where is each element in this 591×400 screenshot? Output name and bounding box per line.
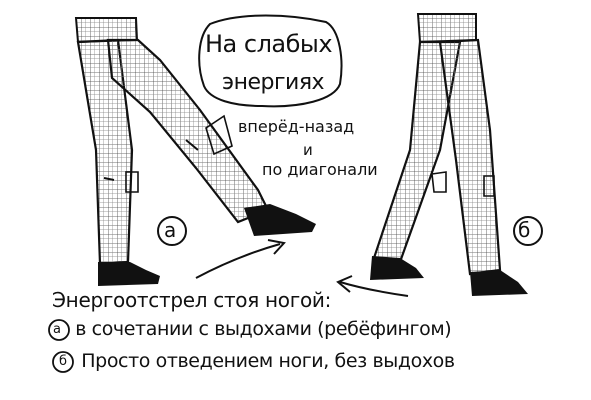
- motion-arrow: [195, 243, 281, 279]
- bubble-line-2: энергиях: [222, 70, 325, 95]
- direction-line-2: и: [303, 141, 313, 159]
- label-a-circle: [157, 216, 187, 246]
- direction-line-1: вперёд-назад: [238, 117, 355, 136]
- kicking-shoe: [244, 204, 316, 236]
- curved-arrow: [339, 281, 409, 297]
- caption-item-a: а в сочетании с выдохами (ребёфингом): [53, 318, 452, 340]
- label-a: а: [164, 218, 177, 242]
- label-b-circle: [513, 216, 543, 246]
- right-figure: [336, 13, 543, 297]
- right-shoe-front: [470, 270, 528, 296]
- label-b: б: [518, 218, 531, 242]
- caption-item-b-marker: б: [59, 354, 67, 369]
- caption-marker-b: [52, 351, 74, 373]
- standing-leg-right: [438, 38, 502, 276]
- direction-line-3: по диагонали: [262, 160, 378, 179]
- bubble-line-1: На слабых: [205, 30, 333, 58]
- cloud-bubble: [198, 14, 343, 108]
- caption-title: Энергоотстрел стоя ногой:: [52, 288, 332, 312]
- caption-item-b: б Просто отведением ноги, без выдохов: [59, 350, 455, 372]
- caption-item-b-text: Просто отведением ноги, без выдохов: [81, 350, 455, 372]
- standing-shoe: [98, 262, 160, 286]
- left-figure: [74, 17, 316, 286]
- caption-item-a-marker: а: [53, 322, 61, 337]
- caption-marker-a: [48, 319, 70, 341]
- right-shoe-back: [370, 256, 424, 280]
- caption-item-a-text: в сочетании с выдохами (ребёфингом): [75, 318, 452, 340]
